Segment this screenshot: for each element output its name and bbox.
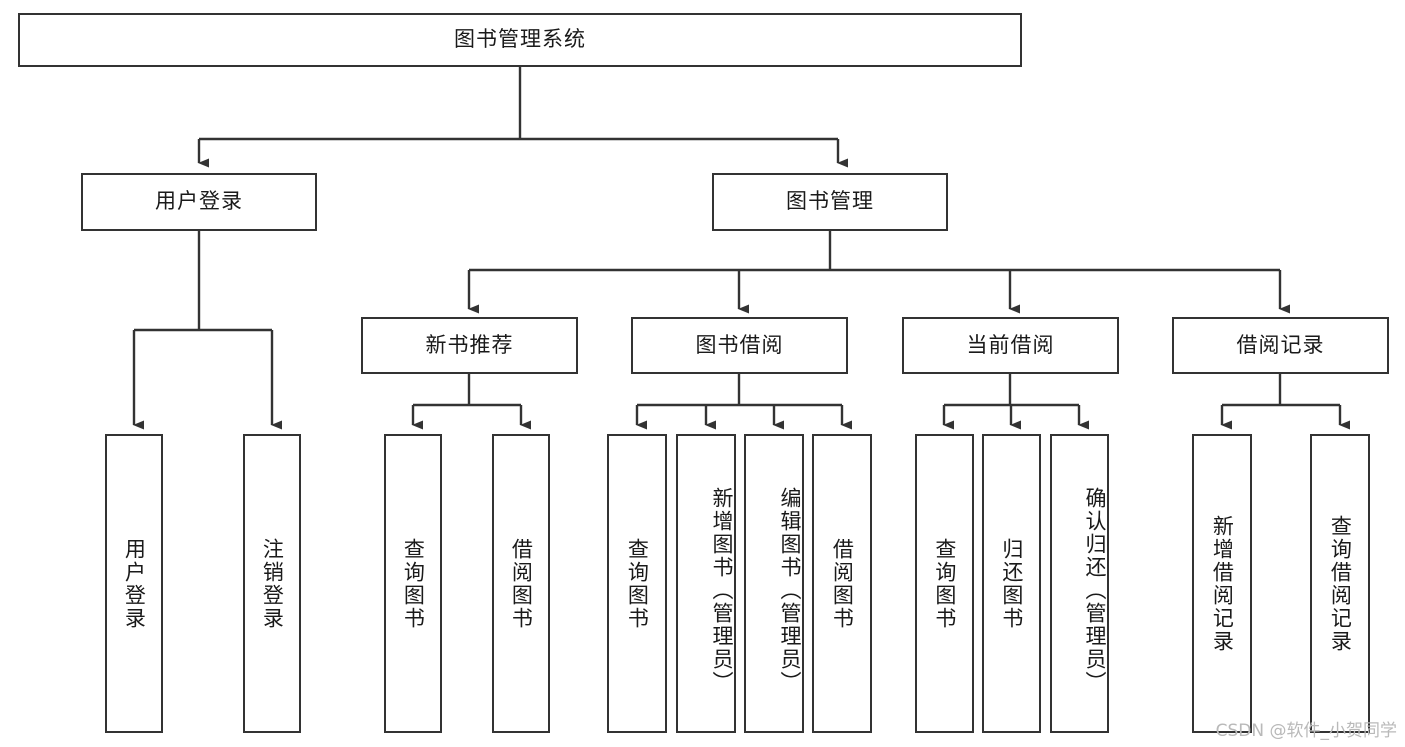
node-book-management[interactable]: 图书管理: [712, 173, 948, 231]
leaf-add-borrow-record[interactable]: 新增借阅记录: [1192, 434, 1252, 733]
node-root-library-system[interactable]: 图书管理系统: [18, 13, 1022, 67]
leaf-confirm-return-admin[interactable]: 确认归还（管理员）: [1050, 434, 1109, 733]
node-borrow-records[interactable]: 借阅记录: [1172, 317, 1389, 374]
leaf-borrow-book-borrow[interactable]: 借阅图书: [812, 434, 872, 733]
csdn-watermark: CSDN @软件_小贺同学: [1215, 721, 1397, 741]
leaf-edit-book-admin[interactable]: 编辑图书（管理员）: [744, 434, 804, 733]
leaf-query-borrow-record[interactable]: 查询借阅记录: [1310, 434, 1370, 733]
leaf-borrow-book-recommend[interactable]: 借阅图书: [492, 434, 550, 733]
leaf-query-book-current[interactable]: 查询图书: [915, 434, 974, 733]
leaf-return-book[interactable]: 归还图书: [982, 434, 1041, 733]
node-book-borrow[interactable]: 图书借阅: [631, 317, 848, 374]
node-new-book-recommend[interactable]: 新书推荐: [361, 317, 578, 374]
leaf-query-book-recommend[interactable]: 查询图书: [384, 434, 442, 733]
node-user-login[interactable]: 用户登录: [81, 173, 317, 231]
node-current-borrow[interactable]: 当前借阅: [902, 317, 1119, 374]
leaf-user-login[interactable]: 用户登录: [105, 434, 163, 733]
leaf-add-book-admin[interactable]: 新增图书（管理员）: [676, 434, 736, 733]
leaf-query-book-borrow[interactable]: 查询图书: [607, 434, 667, 733]
leaf-logout[interactable]: 注销登录: [243, 434, 301, 733]
